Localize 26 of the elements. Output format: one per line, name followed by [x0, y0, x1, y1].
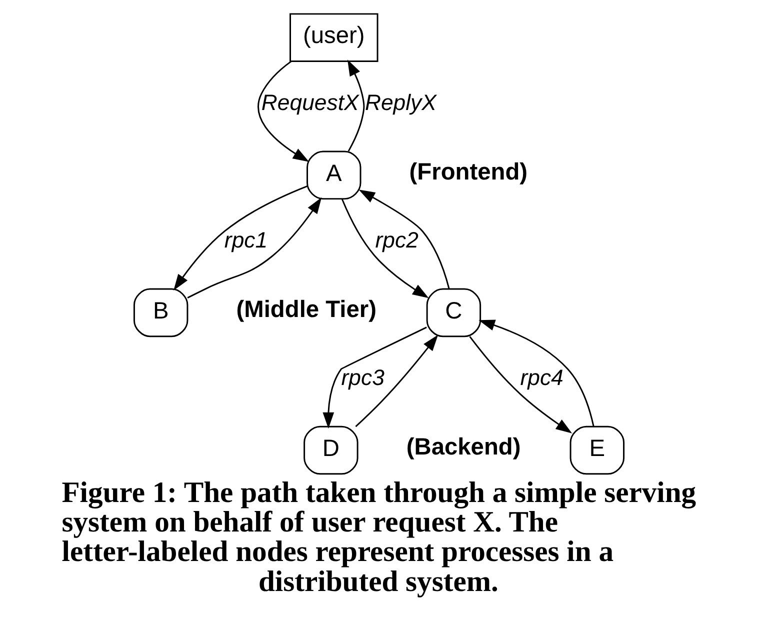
arrow [358, 190, 450, 290]
arrow [469, 336, 572, 434]
edge-label: rpc2 [375, 228, 418, 253]
node-box: C [426, 288, 482, 338]
arrow [322, 326, 427, 429]
node-box: B [133, 288, 188, 338]
node-box: A [306, 150, 362, 200]
caption: Figure 1: The path taken through a simple serving system on behalf of user request X. The letter-labeled nodes represent processes in a distributed system. [62, 477, 696, 598]
arrow [347, 60, 365, 152]
edge-label: RequestX [261, 90, 359, 116]
edge-label: rpc4 [520, 365, 564, 390]
arrow [174, 185, 308, 291]
node-box: (user) [290, 13, 378, 62]
arrow [187, 197, 322, 298]
node-box: E [570, 426, 625, 475]
label: (Middle Tier) [236, 296, 376, 323]
node-box: D [304, 426, 358, 475]
arrow [355, 334, 438, 428]
label: (Frontend) [409, 159, 528, 186]
arrow [478, 320, 594, 426]
edge-label: rpc3 [341, 365, 384, 390]
edge-label: ReplyX [364, 90, 436, 116]
arrow [258, 60, 310, 162]
arrow [342, 199, 429, 298]
label: (Backend) [406, 434, 521, 460]
edge-label: rpc1 [224, 228, 268, 253]
